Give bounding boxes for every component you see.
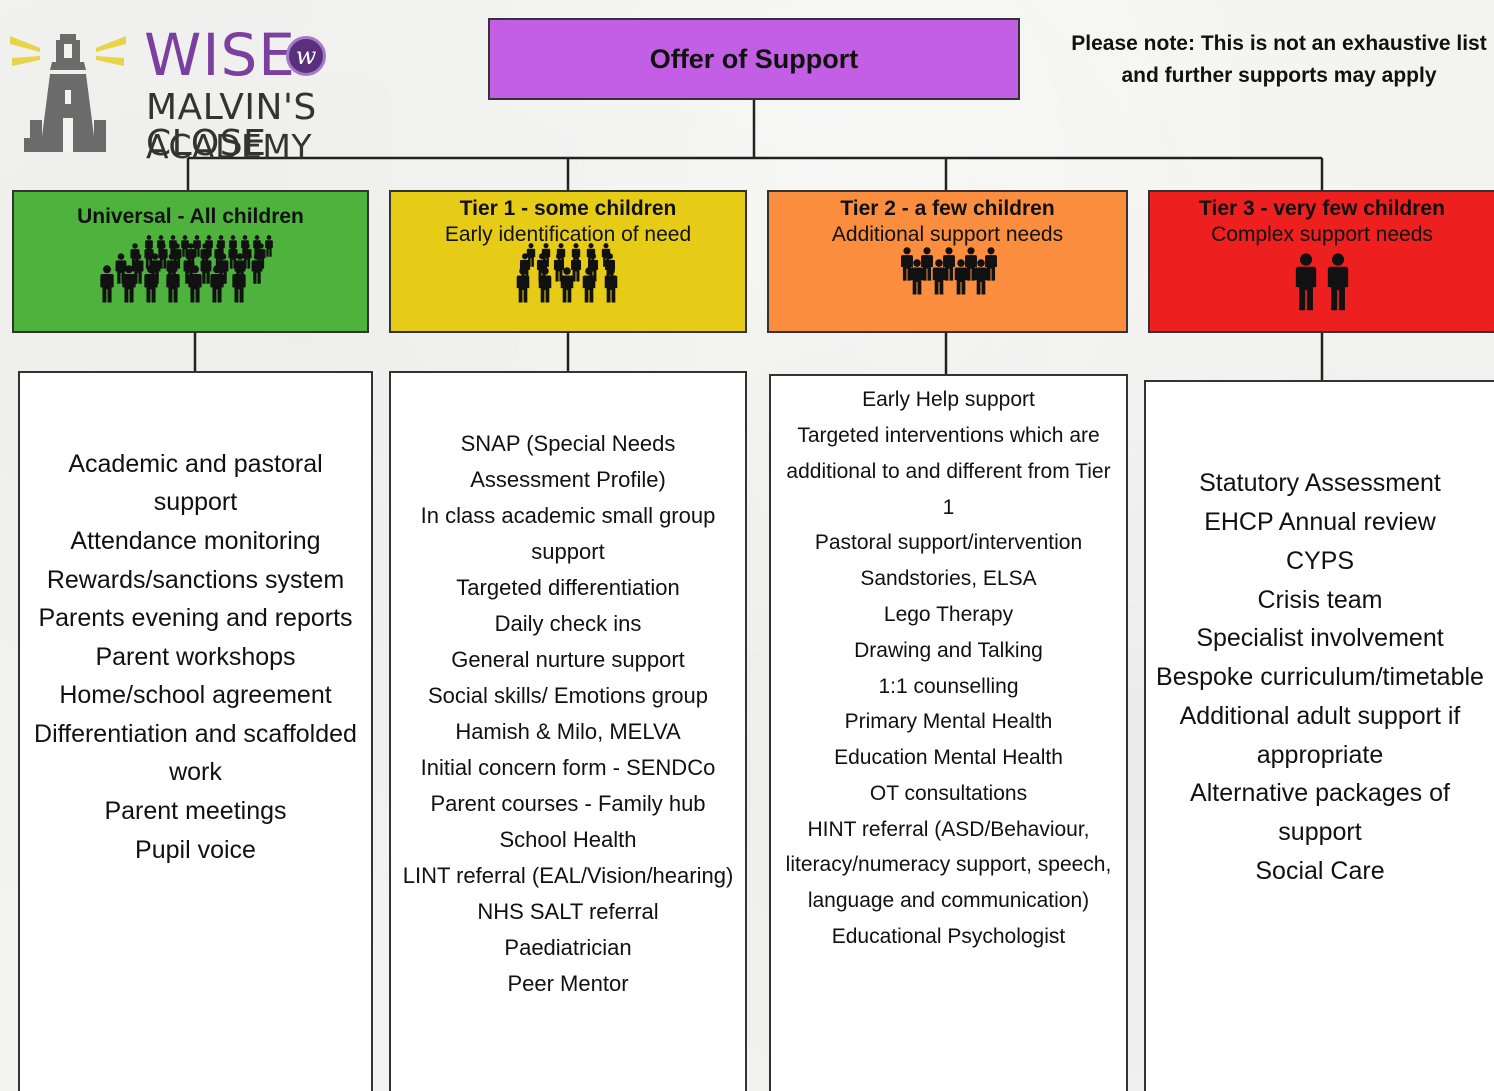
two-people-icon (1150, 251, 1494, 327)
support-item: Initial concern form - SENDCo (420, 755, 716, 780)
support-item: Additional adult support if appropriate (1179, 701, 1461, 769)
support-item: NHS SALT referral (477, 899, 659, 924)
support-item: Early Help support (862, 388, 1035, 412)
tier-subtitle: Complex support needs (1211, 223, 1433, 246)
support-item: Differentiation and scaffolded work (34, 719, 357, 787)
support-item: Academic and pastoral support (68, 449, 323, 517)
tier-title: Universal - All children (77, 205, 304, 228)
support-item: Bespoke curriculum/timetable (1156, 663, 1484, 692)
support-item: Social Care (1255, 857, 1385, 886)
tier-title: Tier 1 - some children (459, 197, 677, 220)
tier-universal-header: Universal - All children (12, 190, 369, 333)
logo-badge-icon: w (286, 36, 326, 76)
support-item: Drawing and Talking (854, 638, 1043, 662)
support-item: LINT referral (EAL/Vision/hearing) (402, 863, 734, 888)
support-item: 1:1 counselling (878, 674, 1019, 698)
disclaimer-note: Please note: This is not an exhaustive l… (1071, 32, 1487, 87)
support-item: Parents evening and reports (38, 604, 353, 633)
support-item: Parent meetings (104, 797, 287, 826)
support-item: HINT referral (ASD/Behaviour, literacy/n… (785, 817, 1112, 913)
support-item: In class academic small group support (420, 503, 716, 564)
tier-title: Tier 3 - very few children (1199, 197, 1445, 220)
support-item: Crisis team (1257, 585, 1383, 614)
support-item: Attendance monitoring (70, 526, 321, 555)
support-item: Statutory Assessment (1199, 469, 1441, 498)
support-item: SNAP (Special Needs Assessment Profile) (460, 431, 676, 492)
large-crowd-icon (14, 235, 367, 327)
logo-academy-text: ACADEMY (146, 127, 313, 166)
support-item: Daily check ins (494, 611, 642, 636)
support-item: General nurture support (451, 647, 685, 672)
group-people-icon (391, 243, 745, 327)
tier-1-header: Tier 1 - some children Early identificat… (389, 190, 747, 333)
support-item: Lego Therapy (883, 602, 1014, 626)
support-item: Sandstories, ELSA (860, 567, 1037, 591)
logo-school-name: MALVIN'S CLOSE (146, 87, 317, 164)
support-item: Parent workshops (95, 642, 296, 671)
support-item: Social skills/ Emotions group (427, 683, 708, 708)
support-item: Hamish & Milo, MELVA (455, 719, 681, 744)
tier-2-header: Tier 2 - a few children Additional suppo… (767, 190, 1128, 333)
support-item: Primary Mental Health (844, 710, 1053, 734)
support-item: Targeted differentiation (456, 575, 680, 600)
tier-1-support-list: SNAP (Special Needs Assessment Profile) I… (389, 371, 747, 1091)
small-group-icon (769, 247, 1126, 327)
support-item: EHCP Annual review (1204, 507, 1436, 536)
tier-title: Tier 2 - a few children (840, 197, 1055, 220)
support-item: Education Mental Health (834, 746, 1063, 770)
support-item: Alternative packages of support (1190, 779, 1450, 847)
support-item: Educational Psychologist (831, 925, 1066, 949)
support-item: Parent courses - Family hub (430, 791, 706, 816)
support-item: Targeted interventions which are additio… (786, 423, 1111, 519)
support-item: OT consultations (869, 781, 1028, 805)
support-item: Rewards/sanctions system (46, 565, 345, 594)
logo-wise-text: WISE (144, 21, 296, 89)
support-item: Peer Mentor (507, 971, 629, 996)
offer-of-support-title: Offer of Support (488, 18, 1020, 100)
lighthouse-icon (10, 34, 126, 152)
support-item: Pupil voice (135, 835, 256, 864)
support-item: School Health (499, 827, 637, 852)
support-item: Pastoral support/intervention (814, 531, 1083, 555)
support-item: CYPS (1285, 546, 1355, 575)
academy-logo: WISE w MALVIN'S CLOSE ACADEMY (8, 14, 428, 164)
support-item: Specialist involvement (1196, 624, 1444, 653)
tier-3-header: Tier 3 - very few children Complex suppo… (1148, 190, 1494, 333)
support-item: Home/school agreement (59, 681, 332, 710)
tier-subtitle: Early identification of need (444, 223, 692, 246)
tier-subtitle: Additional support needs (831, 223, 1064, 246)
support-item: Paediatrician (504, 935, 632, 960)
